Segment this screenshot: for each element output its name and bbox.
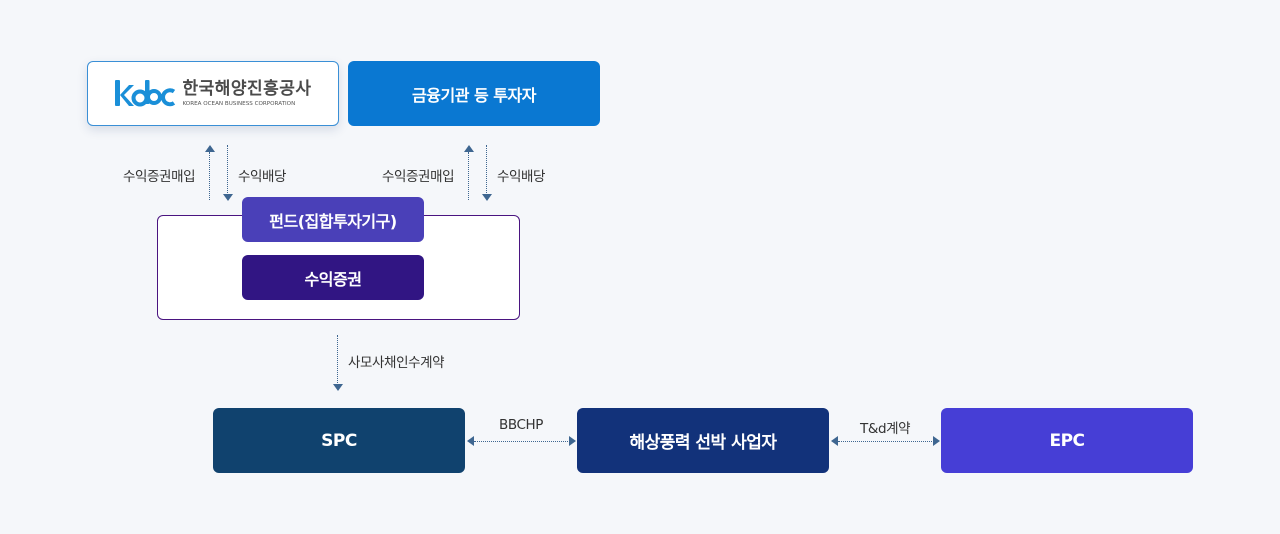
arrow-down-icon <box>333 384 343 391</box>
investor-purchase-line <box>468 152 469 200</box>
arrow-left-icon <box>831 436 838 446</box>
bbchp-label: BBCHP <box>499 417 544 433</box>
kobc-name-korean: 한국해양진흥공사 <box>182 79 312 99</box>
investor-dividend-label: 수익배당 <box>497 169 546 185</box>
epc-label: EPC <box>1049 430 1085 451</box>
arrow-up-icon <box>205 145 215 152</box>
kobc-node: 한국해양진흥공사 KOREA OCEAN BUSINESS CORPORATIO… <box>87 61 339 126</box>
kobc-purchase-label: 수익증권매입 <box>123 169 196 185</box>
investors-node: 금융기관 등 투자자 <box>348 61 600 126</box>
kobc-wordmark: 한국해양진흥공사 KOREA OCEAN BUSINESS CORPORATIO… <box>182 79 311 108</box>
kobc-purchase-line <box>209 152 210 200</box>
spc-label: SPC <box>321 430 357 451</box>
kobc-dividend-label: 수익배당 <box>238 169 287 185</box>
arrow-down-icon <box>482 194 492 201</box>
operator-label: 해상풍력 선박 사업자 <box>629 433 777 453</box>
investors-label: 금융기관 등 투자자 <box>412 85 536 105</box>
investor-purchase-label: 수익증권매입 <box>382 169 455 185</box>
investor-dividend-line <box>486 145 487 193</box>
kobc-logo-mark-icon <box>115 79 176 106</box>
securities-node: 수익증권 <box>242 255 424 300</box>
arrow-up-icon <box>464 145 474 152</box>
spc-node: SPC <box>213 408 465 473</box>
epc-node: EPC <box>941 408 1193 473</box>
fund-node: 펀드(집합투자기구) <box>242 197 424 242</box>
kobc-name-english: KOREA OCEAN BUSINESS CORPORATION <box>182 101 296 107</box>
td-contract-line <box>838 441 934 442</box>
arrow-down-icon <box>223 194 233 201</box>
bbchp-line <box>474 441 570 442</box>
securities-label: 수익증권 <box>304 269 362 289</box>
bond-contract-label: 사모사채인수계약 <box>348 355 445 371</box>
bond-contract-line <box>337 335 338 383</box>
fund-label: 펀드(집합투자기구) <box>269 211 397 231</box>
kobc-dividend-line <box>227 145 228 193</box>
arrow-left-icon <box>467 436 474 446</box>
operator-node: 해상풍력 선박 사업자 <box>577 408 829 473</box>
arrow-right-icon <box>933 436 940 446</box>
td-contract-label: T&d계약 <box>860 421 911 437</box>
kobc-logo: 한국해양진흥공사 KOREA OCEAN BUSINESS CORPORATIO… <box>114 76 311 112</box>
arrow-right-icon <box>569 436 576 446</box>
